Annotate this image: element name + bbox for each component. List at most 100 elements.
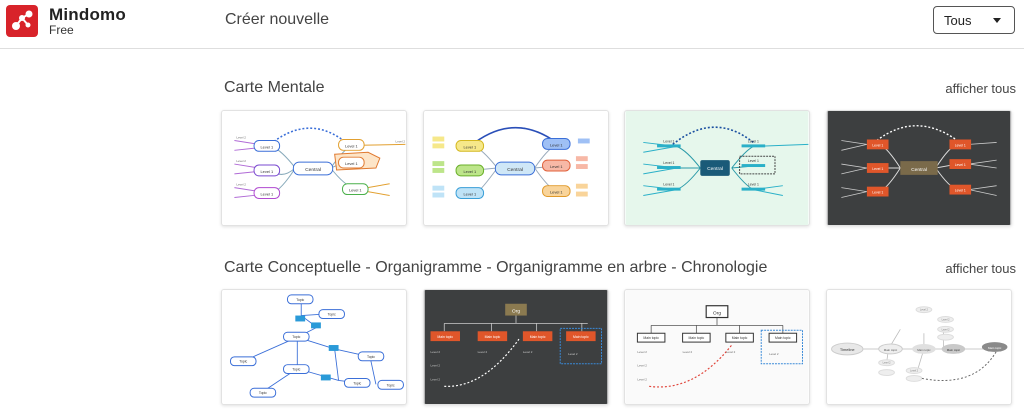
mindomo-logo-icon bbox=[12, 10, 33, 30]
svg-text:Level 2: Level 2 bbox=[726, 350, 736, 354]
svg-text:Main topic: Main topic bbox=[732, 336, 748, 340]
svg-text:Level 2: Level 2 bbox=[883, 362, 892, 365]
svg-text:Topic: Topic bbox=[292, 368, 300, 372]
svg-text:Main topic: Main topic bbox=[530, 335, 546, 339]
svg-text:Level 1: Level 1 bbox=[872, 191, 883, 195]
svg-text:Level 2: Level 2 bbox=[236, 183, 246, 187]
template-card-mindmap-dark[interactable]: Central Level 1 Level 1 Level 1 Level 1 … bbox=[826, 110, 1012, 226]
svg-text:Level 2: Level 2 bbox=[769, 352, 779, 356]
svg-text:Level 2: Level 2 bbox=[396, 139, 406, 143]
central-topic: Central bbox=[911, 167, 927, 173]
caret-down-icon bbox=[993, 18, 1001, 23]
mindmap-colorful-preview: Central Level 1 Level 1 Level 1 Level 1 … bbox=[424, 111, 608, 225]
svg-text:Level 2: Level 2 bbox=[523, 350, 533, 354]
timeline-preview: Timeline Main topic Main topic Main topi… bbox=[827, 290, 1011, 404]
template-card-concept-map[interactable]: Topic Topic Topic Topic Topic Topic Topi… bbox=[221, 289, 407, 405]
template-card-org-dark[interactable]: Org Main topic Main topic Main topic Mai… bbox=[423, 289, 609, 405]
svg-text:Main topic: Main topic bbox=[573, 335, 589, 339]
svg-text:Level 1: Level 1 bbox=[345, 143, 358, 148]
svg-text:Level 2: Level 2 bbox=[478, 350, 488, 354]
svg-text:Level 1: Level 1 bbox=[550, 164, 563, 169]
org-root: Org bbox=[713, 311, 721, 317]
svg-text:Topic: Topic bbox=[328, 313, 336, 317]
template-card-org-light[interactable]: Org Main topic Main topic Main topic Mai… bbox=[624, 289, 810, 405]
svg-text:Level 2: Level 2 bbox=[637, 364, 647, 368]
svg-text:Main topic: Main topic bbox=[437, 335, 453, 339]
brand-plan: Free bbox=[49, 23, 74, 37]
svg-text:Topic: Topic bbox=[296, 298, 304, 302]
section-title-mind-map: Carte Mentale bbox=[224, 79, 325, 96]
svg-text:Topic: Topic bbox=[239, 360, 247, 364]
svg-text:Main topic: Main topic bbox=[884, 348, 898, 352]
svg-text:Level 2: Level 2 bbox=[568, 352, 578, 356]
svg-text:Level 1: Level 1 bbox=[872, 143, 883, 147]
svg-text:Level 1: Level 1 bbox=[463, 169, 476, 174]
template-card-timeline[interactable]: Timeline Main topic Main topic Main topi… bbox=[826, 289, 1012, 405]
svg-text:Topic: Topic bbox=[387, 383, 395, 387]
top-header: Mindomo Free Créer nouvelle Tous bbox=[0, 0, 1024, 49]
svg-text:Level 2: Level 2 bbox=[910, 370, 919, 373]
svg-text:Level 1: Level 1 bbox=[260, 192, 273, 197]
svg-text:Level 1: Level 1 bbox=[550, 142, 563, 147]
mindmap-light-preview: Central Level 1 Level 1 Level 1 Level 1 … bbox=[222, 111, 406, 225]
svg-text:Main topic: Main topic bbox=[775, 336, 791, 340]
concept-map-preview: Topic Topic Topic Topic Topic Topic Topi… bbox=[222, 290, 406, 404]
svg-text:Level 1: Level 1 bbox=[872, 167, 883, 171]
filter-selected-value: Tous bbox=[944, 13, 972, 28]
central-topic: Central bbox=[507, 167, 523, 173]
svg-text:Main topic: Main topic bbox=[485, 335, 501, 339]
svg-text:Level 1: Level 1 bbox=[260, 169, 273, 174]
svg-text:Level 2: Level 2 bbox=[236, 136, 246, 140]
svg-text:Main topic: Main topic bbox=[988, 346, 1002, 350]
svg-text:Level 1: Level 1 bbox=[663, 161, 674, 165]
section-title-concept-org: Carte Conceptuelle - Organigramme - Orga… bbox=[224, 259, 768, 276]
svg-text:Level 2: Level 2 bbox=[431, 350, 441, 354]
svg-text:Level 2: Level 2 bbox=[683, 350, 693, 354]
svg-text:Level 1: Level 1 bbox=[748, 139, 759, 143]
svg-text:Level 2: Level 2 bbox=[920, 309, 929, 312]
svg-text:Level 1: Level 1 bbox=[955, 189, 966, 193]
svg-text:Level 2: Level 2 bbox=[236, 159, 246, 163]
show-all-concept-org-link[interactable]: afficher tous bbox=[945, 261, 1016, 276]
svg-text:Level 2: Level 2 bbox=[942, 328, 951, 331]
page-title: Créer nouvelle bbox=[225, 11, 330, 28]
template-card-mindmap-colorful[interactable]: Central Level 1 Level 1 Level 1 Level 1 … bbox=[423, 110, 609, 226]
central-topic: Central bbox=[305, 167, 321, 173]
mindmap-dark-preview: Central Level 1 Level 1 Level 1 Level 1 … bbox=[827, 111, 1011, 225]
org-dark-preview: Org Main topic Main topic Main topic Mai… bbox=[424, 290, 608, 404]
svg-text:Level 1: Level 1 bbox=[463, 192, 476, 197]
svg-text:Level 1: Level 1 bbox=[748, 183, 759, 187]
svg-text:Level 1: Level 1 bbox=[345, 161, 358, 166]
brand-name: Mindomo bbox=[49, 5, 126, 24]
org-light-preview: Org Main topic Main topic Main topic Mai… bbox=[625, 290, 809, 404]
timeline-root: Timeline bbox=[840, 347, 855, 352]
template-card-mindmap-light[interactable]: Central Level 1 Level 1 Level 1 Level 1 … bbox=[221, 110, 407, 226]
svg-text:Level 1: Level 1 bbox=[349, 188, 362, 193]
svg-text:Level 1: Level 1 bbox=[663, 183, 674, 187]
svg-text:Main topic: Main topic bbox=[917, 348, 931, 352]
svg-text:Main topic: Main topic bbox=[689, 336, 705, 340]
svg-text:Topic: Topic bbox=[259, 391, 267, 395]
mindomo-logo[interactable] bbox=[6, 5, 38, 37]
svg-text:Level 2: Level 2 bbox=[637, 377, 647, 381]
svg-text:Level 1: Level 1 bbox=[748, 159, 759, 163]
template-card-mindmap-mint[interactable]: Central Level 1 Level 1 Level 1 Level 1 … bbox=[624, 110, 810, 226]
svg-text:Level 1: Level 1 bbox=[955, 143, 966, 147]
template-gallery: Carte Mentale afficher tous Central Leve… bbox=[0, 49, 1024, 419]
svg-text:Level 1: Level 1 bbox=[955, 163, 966, 167]
filter-dropdown[interactable]: Tous bbox=[933, 6, 1015, 34]
svg-text:Main topic: Main topic bbox=[643, 336, 659, 340]
svg-text:Level 1: Level 1 bbox=[663, 139, 674, 143]
org-root: Org bbox=[512, 309, 520, 315]
svg-text:Level 2: Level 2 bbox=[942, 318, 951, 321]
show-all-mind-map-link[interactable]: afficher tous bbox=[945, 81, 1016, 96]
svg-text:Level 2: Level 2 bbox=[637, 350, 647, 354]
svg-text:Level 2: Level 2 bbox=[431, 377, 441, 381]
svg-text:Level 2: Level 2 bbox=[431, 364, 441, 368]
mindmap-mint-preview: Central Level 1 Level 1 Level 1 Level 1 … bbox=[625, 111, 809, 225]
svg-text:Level 1: Level 1 bbox=[550, 190, 563, 195]
svg-text:Level 1: Level 1 bbox=[260, 144, 273, 149]
svg-text:Main topic: Main topic bbox=[947, 348, 961, 352]
svg-text:Topic: Topic bbox=[367, 355, 375, 359]
svg-text:Topic: Topic bbox=[292, 335, 300, 339]
